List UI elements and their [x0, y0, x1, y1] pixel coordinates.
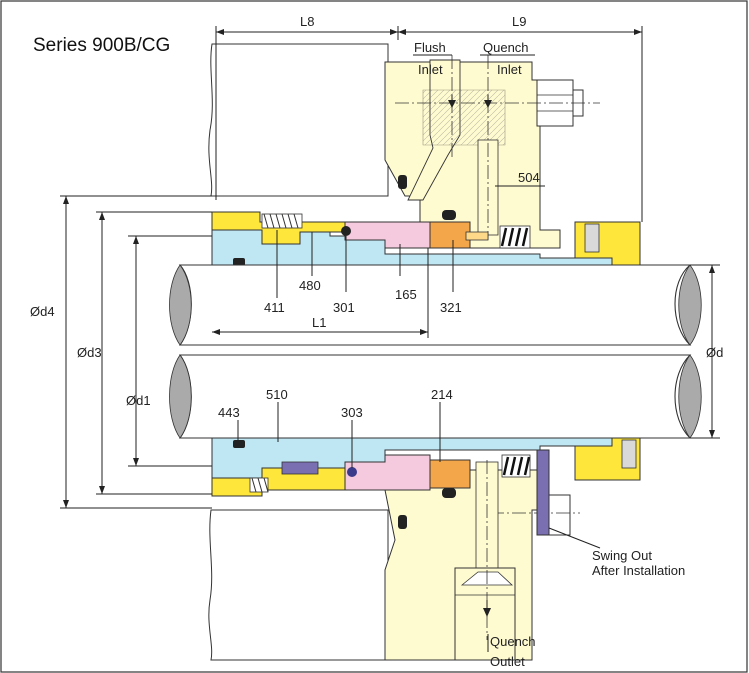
dim-l8-label: L8 — [300, 14, 314, 29]
shaft-upper-outline — [178, 264, 692, 346]
swing-out-label-line1: Swing Out — [592, 548, 652, 563]
d4-arrow-top — [63, 196, 69, 204]
l9-arrow-right — [634, 29, 642, 35]
o-ring-face-lower — [442, 488, 456, 498]
flush-port-thread — [422, 89, 506, 146]
part-443-label: 443 — [218, 405, 240, 420]
d3-arrow-bottom — [99, 486, 105, 494]
flush-label-line1: Flush — [414, 40, 446, 55]
o-ring-443-upper — [233, 258, 245, 266]
d3-arrow-top — [99, 212, 105, 220]
d1-arrow-top — [133, 236, 139, 244]
dim-d4-label: Ød4 — [30, 304, 55, 319]
anti-rotation-pin-upper — [465, 231, 489, 241]
pump-housing-upper — [208, 43, 389, 197]
stationary-face-upper — [429, 221, 471, 249]
d1-arrow-bottom — [133, 458, 139, 466]
dim-l9-label: L9 — [512, 14, 526, 29]
spring-upper — [261, 213, 303, 229]
shaft-break-right — [678, 264, 702, 346]
dim-d-label: Ød — [706, 345, 723, 360]
dim-l1-label: L1 — [312, 315, 326, 330]
part-480-label: 480 — [299, 278, 321, 293]
o-ring-gland-lower — [398, 515, 407, 529]
quench-out-label-line2: Outlet — [490, 654, 525, 669]
swing-out-label-line2: After Installation — [592, 563, 685, 578]
d4-arrow-bottom — [63, 500, 69, 508]
part-321-label: 321 — [440, 300, 462, 315]
part-214-label: 214 — [431, 387, 453, 402]
shaft-break-left — [169, 264, 192, 346]
o-ring-gland-upper — [398, 175, 407, 189]
shaft-break-left-lower — [169, 354, 192, 439]
l1-arrow-left — [212, 329, 220, 335]
dim-d3-label: Ød3 — [77, 345, 102, 360]
o-ring-301 — [341, 226, 351, 236]
l8-arrow-left — [216, 29, 224, 35]
stationary-face-lower — [429, 459, 471, 489]
quench-in-label-line2: Inlet — [497, 62, 522, 77]
l1-arrow-right — [420, 329, 428, 335]
quench-out-label-line1: Quench — [490, 634, 536, 649]
spring-holder-lower — [211, 467, 346, 497]
dim-d1-label: Ød1 — [126, 393, 151, 408]
quench-in-label-line1: Quench — [483, 40, 529, 55]
set-screw-lower — [621, 439, 637, 469]
part-510-label: 510 — [266, 387, 288, 402]
swing-out-clip — [536, 449, 550, 536]
part-303-label: 303 — [341, 405, 363, 420]
flush-arrowhead — [448, 100, 456, 108]
drive-pin-lower — [281, 461, 319, 475]
o-ring-443-lower — [233, 440, 245, 448]
part-504-label: 504 — [518, 170, 540, 185]
quench-out-arrowhead — [483, 608, 491, 617]
flush-label-line2: Inlet — [418, 62, 443, 77]
swing-out-leader — [548, 527, 601, 549]
l9-arrow-left — [398, 29, 406, 35]
part-165-label: 165 — [395, 287, 417, 302]
lip-seal-upper — [499, 225, 531, 249]
l8-arrow-right — [390, 29, 398, 35]
d-arrow-top — [709, 265, 715, 273]
spring-lower — [249, 477, 269, 493]
part-411-label: 411 — [264, 300, 285, 315]
o-ring-303 — [347, 467, 357, 477]
pump-housing-lower — [208, 509, 389, 661]
diagram-title: Series 900B/CG — [33, 35, 170, 56]
lip-seal-lower — [501, 454, 531, 478]
part-301-label: 301 — [333, 300, 355, 315]
o-ring-face-upper — [442, 210, 456, 220]
shaft-break-right-lower — [678, 354, 702, 439]
quench-in-arrowhead — [484, 100, 492, 108]
d-arrow-bottom — [709, 430, 715, 438]
set-screw-upper — [584, 223, 600, 253]
